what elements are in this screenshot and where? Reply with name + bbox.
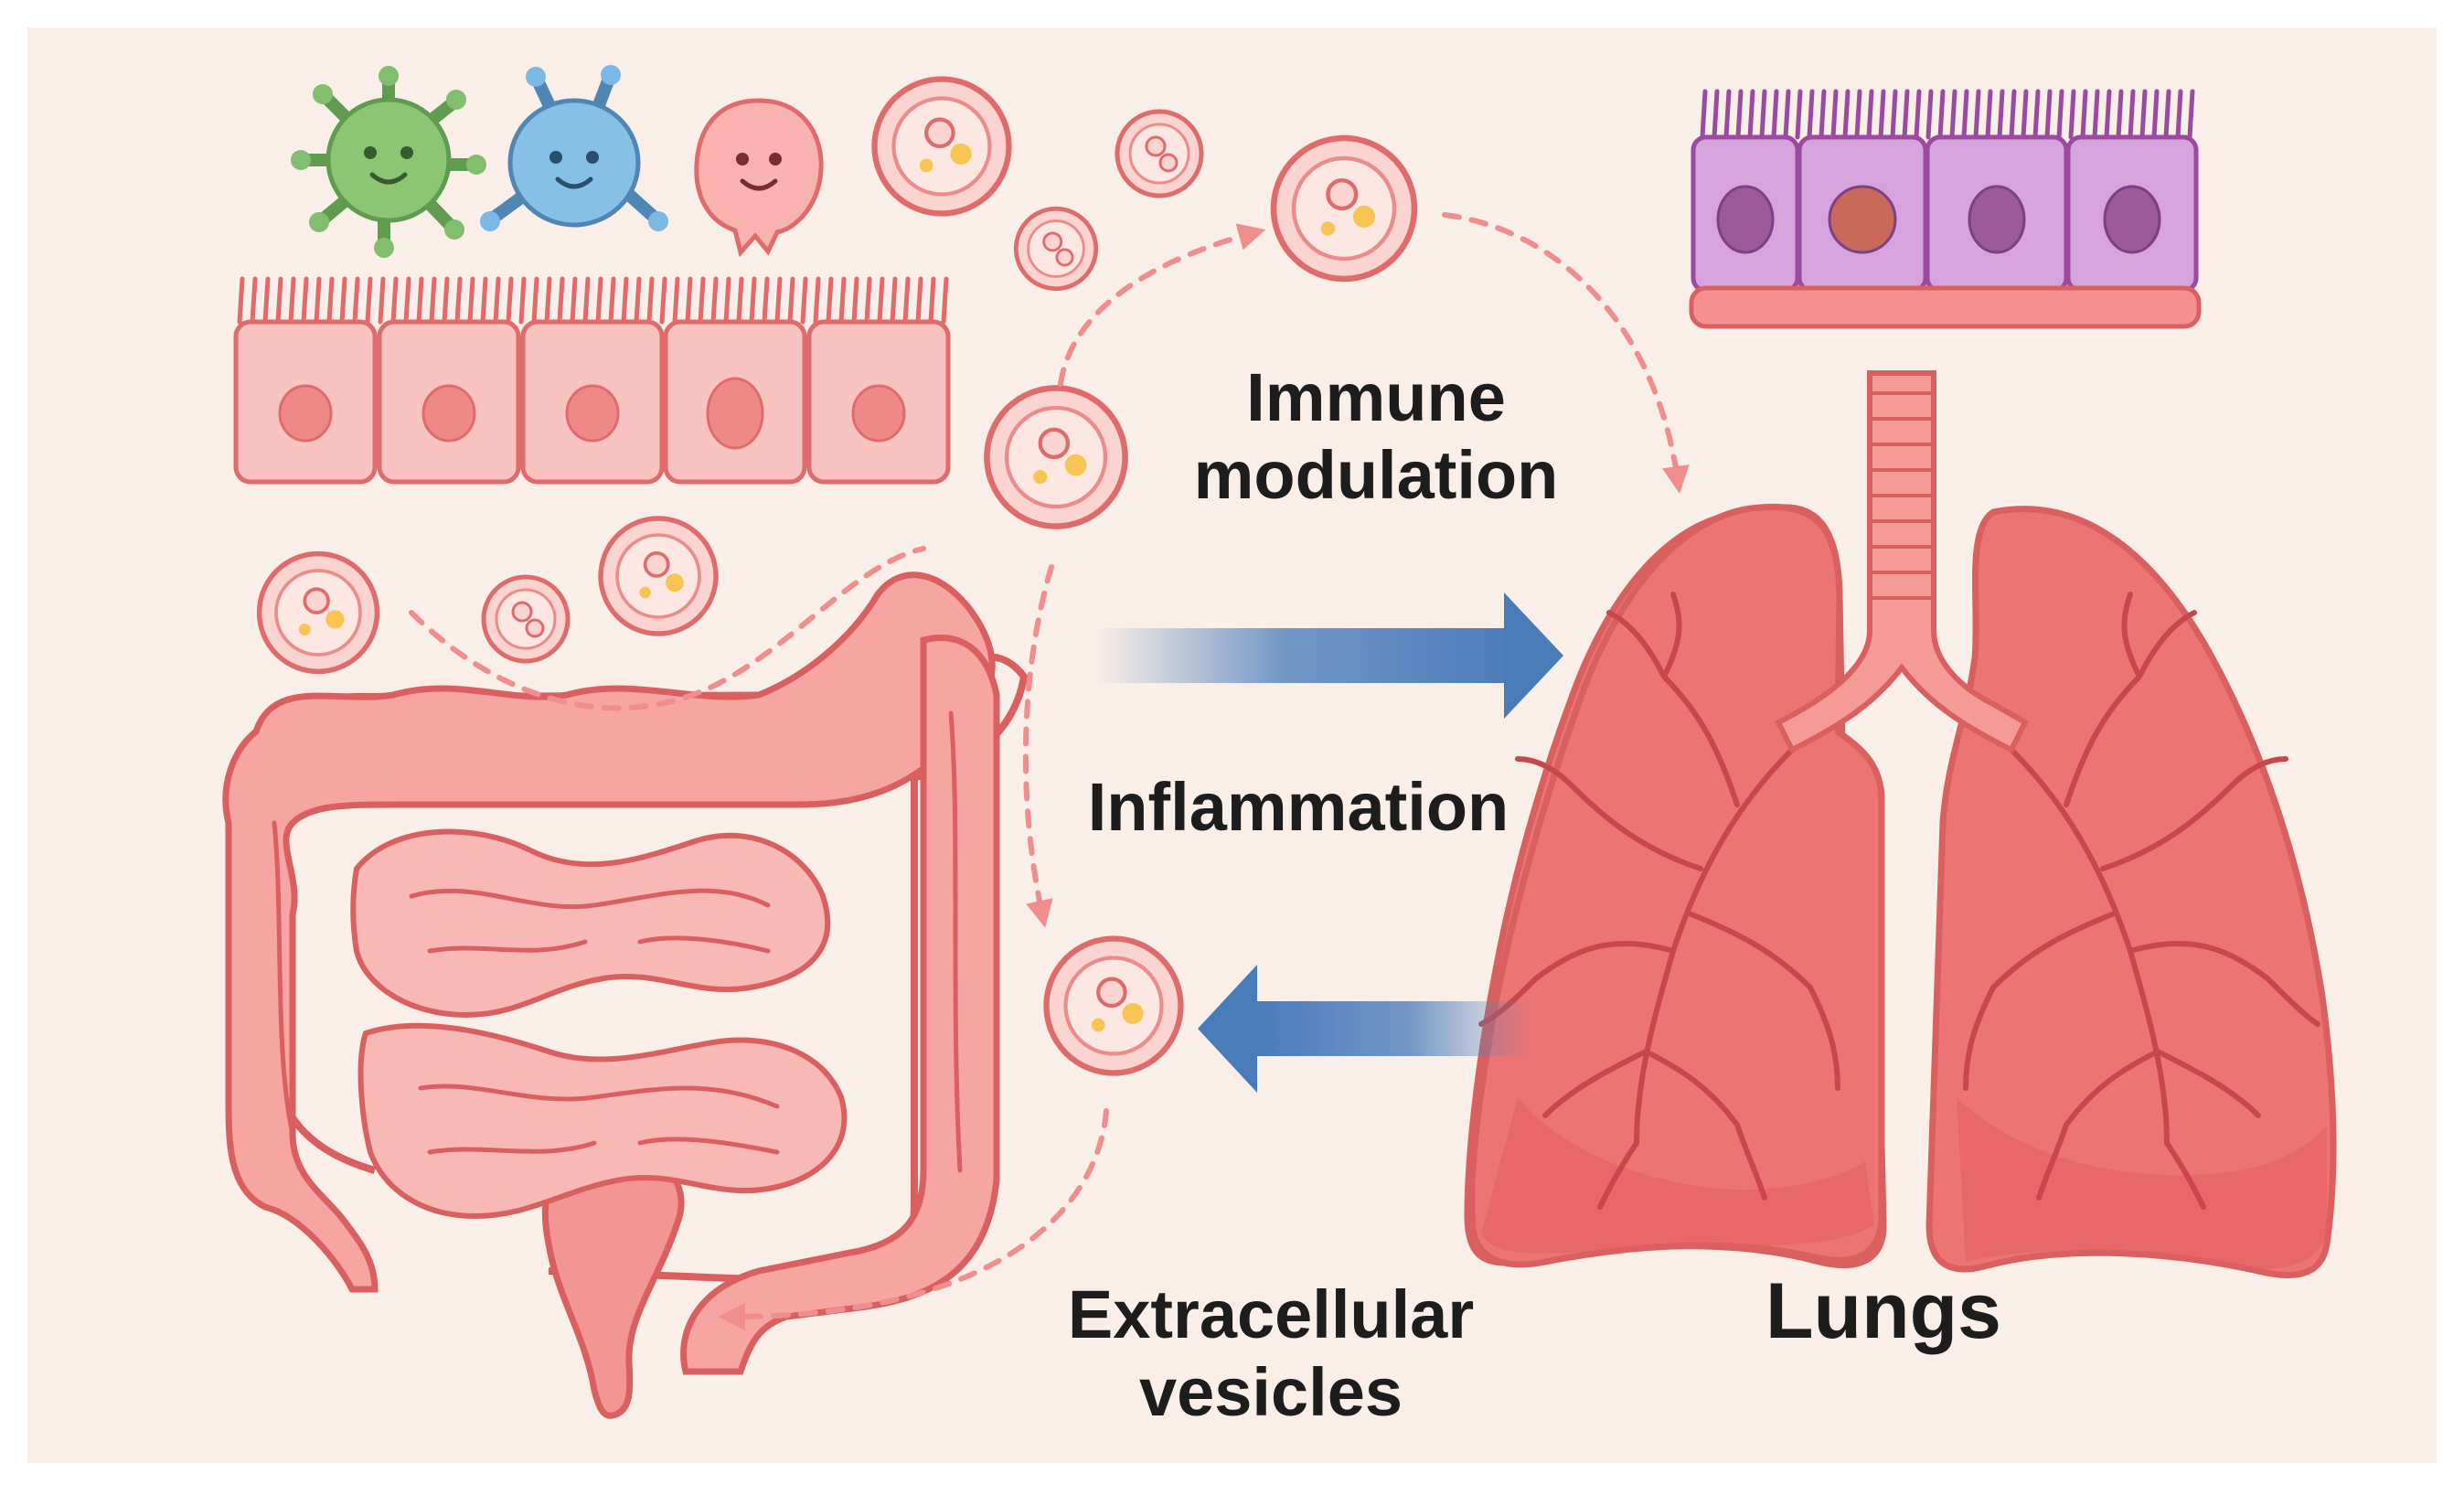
pink-microbe-icon: [694, 98, 824, 258]
intestinal-epithelium: [233, 276, 951, 485]
dashed-flow-arrows: [409, 212, 1690, 1330]
immune-modulation-label: Immune modulation: [1193, 359, 1559, 514]
cell-nucleus: [1968, 185, 2026, 254]
cell-nucleus: [565, 384, 620, 443]
cell-nucleus: [2103, 185, 2161, 254]
cell-nucleus: [1716, 185, 1775, 254]
bronchial-tree: [1478, 592, 2320, 1210]
lungs-illustration: [1464, 370, 2337, 1279]
lungs-label: Lungs: [1765, 1267, 2001, 1355]
inflammation-label: Inflammation: [1087, 769, 1509, 845]
arrow-lung-to-gut: [1198, 965, 1531, 1093]
green-bacterium-icon: [291, 66, 486, 258]
airway-epithelium: [1689, 89, 2202, 329]
cell-nucleus: [851, 384, 906, 443]
cell-nucleus: [421, 384, 476, 443]
cell-nucleus: [706, 377, 764, 450]
blue-bacterium-icon: [480, 65, 668, 231]
cell-nucleus: [278, 384, 333, 443]
cell-nucleus: [1828, 185, 1897, 254]
arrow-gut-to-lung: [1097, 593, 1563, 719]
intestine: [222, 571, 1029, 1419]
extracellular-vesicles-label: Extracellular vesicles: [1067, 1276, 1475, 1431]
